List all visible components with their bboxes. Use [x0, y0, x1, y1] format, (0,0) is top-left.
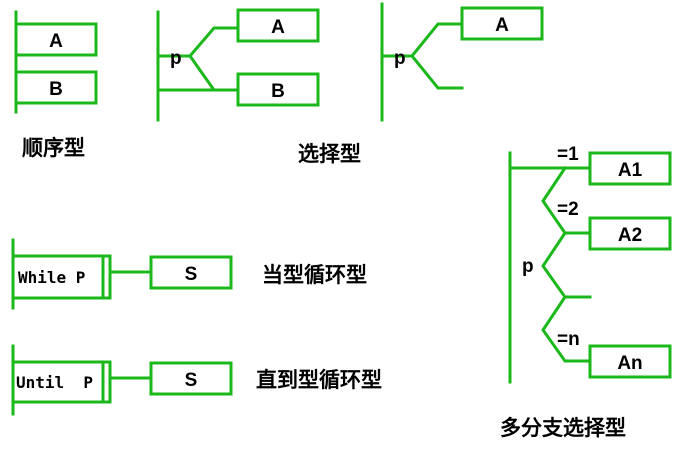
multi-branch-condition: p: [522, 256, 534, 277]
until-loop-body-label: S: [185, 370, 198, 391]
selection-two-box-b-label: B: [271, 81, 285, 102]
while-loop-structure: While P S 当型循环型: [11, 238, 367, 310]
multi-branch-caption: 多分支选择型: [500, 416, 626, 440]
sequential-box-a-label: A: [49, 31, 63, 52]
selection-two-box-b: [236, 72, 320, 107]
multi-branch-structure: p =1 =2 =n A1 A2 An 多分支选择型: [500, 144, 672, 440]
selection-two-structure: p A B 选择型: [156, 8, 361, 166]
while-loop-condition: While P: [18, 268, 85, 287]
multi-branch-line-n: [541, 294, 592, 363]
selection-two-caption: 选择型: [298, 142, 361, 166]
multi-branch-label-2: =2: [557, 199, 579, 220]
selection-two-box-a-label: A: [271, 17, 285, 38]
sequential-box-b-label: B: [49, 79, 63, 100]
multi-branch-line-2: [541, 165, 592, 235]
selection-one-condition: p: [394, 48, 406, 69]
multi-branch-box-2-label: A2: [618, 225, 642, 246]
selection-one-box-a: [460, 6, 544, 41]
until-loop-structure: Until P S 直到型循环型: [11, 344, 382, 416]
multi-branch-box-n: [588, 344, 672, 379]
until-loop-caption: 直到型循环型: [256, 368, 382, 392]
while-loop-body-box: [149, 255, 233, 290]
multi-branch-label-1: =1: [557, 144, 579, 165]
while-loop-condition-box: [11, 254, 112, 300]
selection-two-box-a: [236, 8, 320, 43]
until-loop-body-box: [149, 361, 233, 396]
until-loop-condition: Until P: [16, 373, 93, 392]
selection-one-box-a-label: A: [495, 15, 509, 36]
multi-branch-box-1-label: A1: [618, 160, 643, 181]
sequential-box-a: [14, 22, 98, 57]
selection-one-lower-branch: [409, 53, 464, 90]
multi-branch-box-2: [588, 216, 672, 251]
selection-two-lower-branch: [156, 53, 217, 92]
multi-branch-line-3: [541, 230, 592, 299]
while-loop-caption: 当型循环型: [262, 263, 367, 287]
while-loop-body-label: S: [185, 264, 198, 285]
multi-branch-box-1: [588, 151, 672, 186]
selection-one-upper-branch: [380, 22, 464, 58]
multi-branch-box-n-label: An: [617, 353, 642, 374]
multi-branch-label-n: =n: [557, 329, 580, 350]
sequential-box-b: [14, 70, 98, 105]
sequential-structure: A B 顺序型: [14, 10, 98, 160]
selection-two-upper-branch: [156, 26, 240, 58]
selection-two-condition: p: [170, 48, 182, 69]
until-loop-condition-box: [11, 360, 112, 404]
selection-one-structure: p A: [380, 2, 544, 122]
sequential-caption: 顺序型: [22, 136, 85, 160]
